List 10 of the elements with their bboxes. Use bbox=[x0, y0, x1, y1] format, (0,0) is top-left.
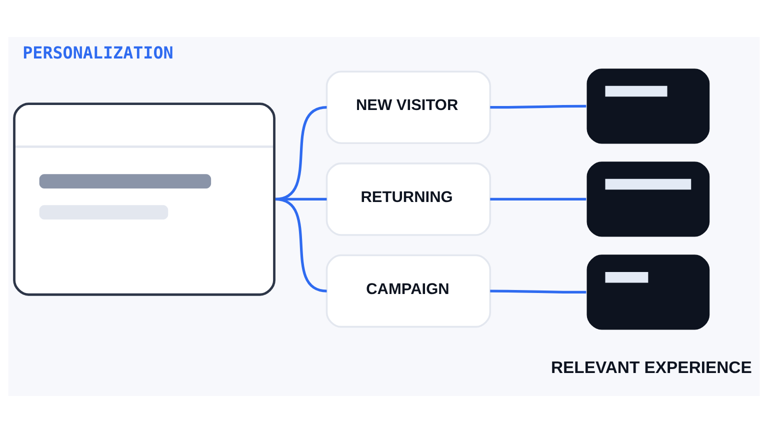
connector bbox=[275, 197, 327, 292]
connector bbox=[275, 106, 327, 200]
connector bbox=[490, 197, 586, 200]
connector bbox=[490, 104, 586, 108]
connector bbox=[490, 289, 586, 294]
label: RELEVANT EXPERIENCE bbox=[550, 357, 752, 376]
node-box: CAMPAIGN bbox=[326, 254, 492, 328]
diagram-title: PERSONALIZATION bbox=[22, 43, 174, 62]
node-box: RETURNING bbox=[326, 162, 492, 236]
node-box: NEW VISITOR bbox=[326, 70, 492, 144]
